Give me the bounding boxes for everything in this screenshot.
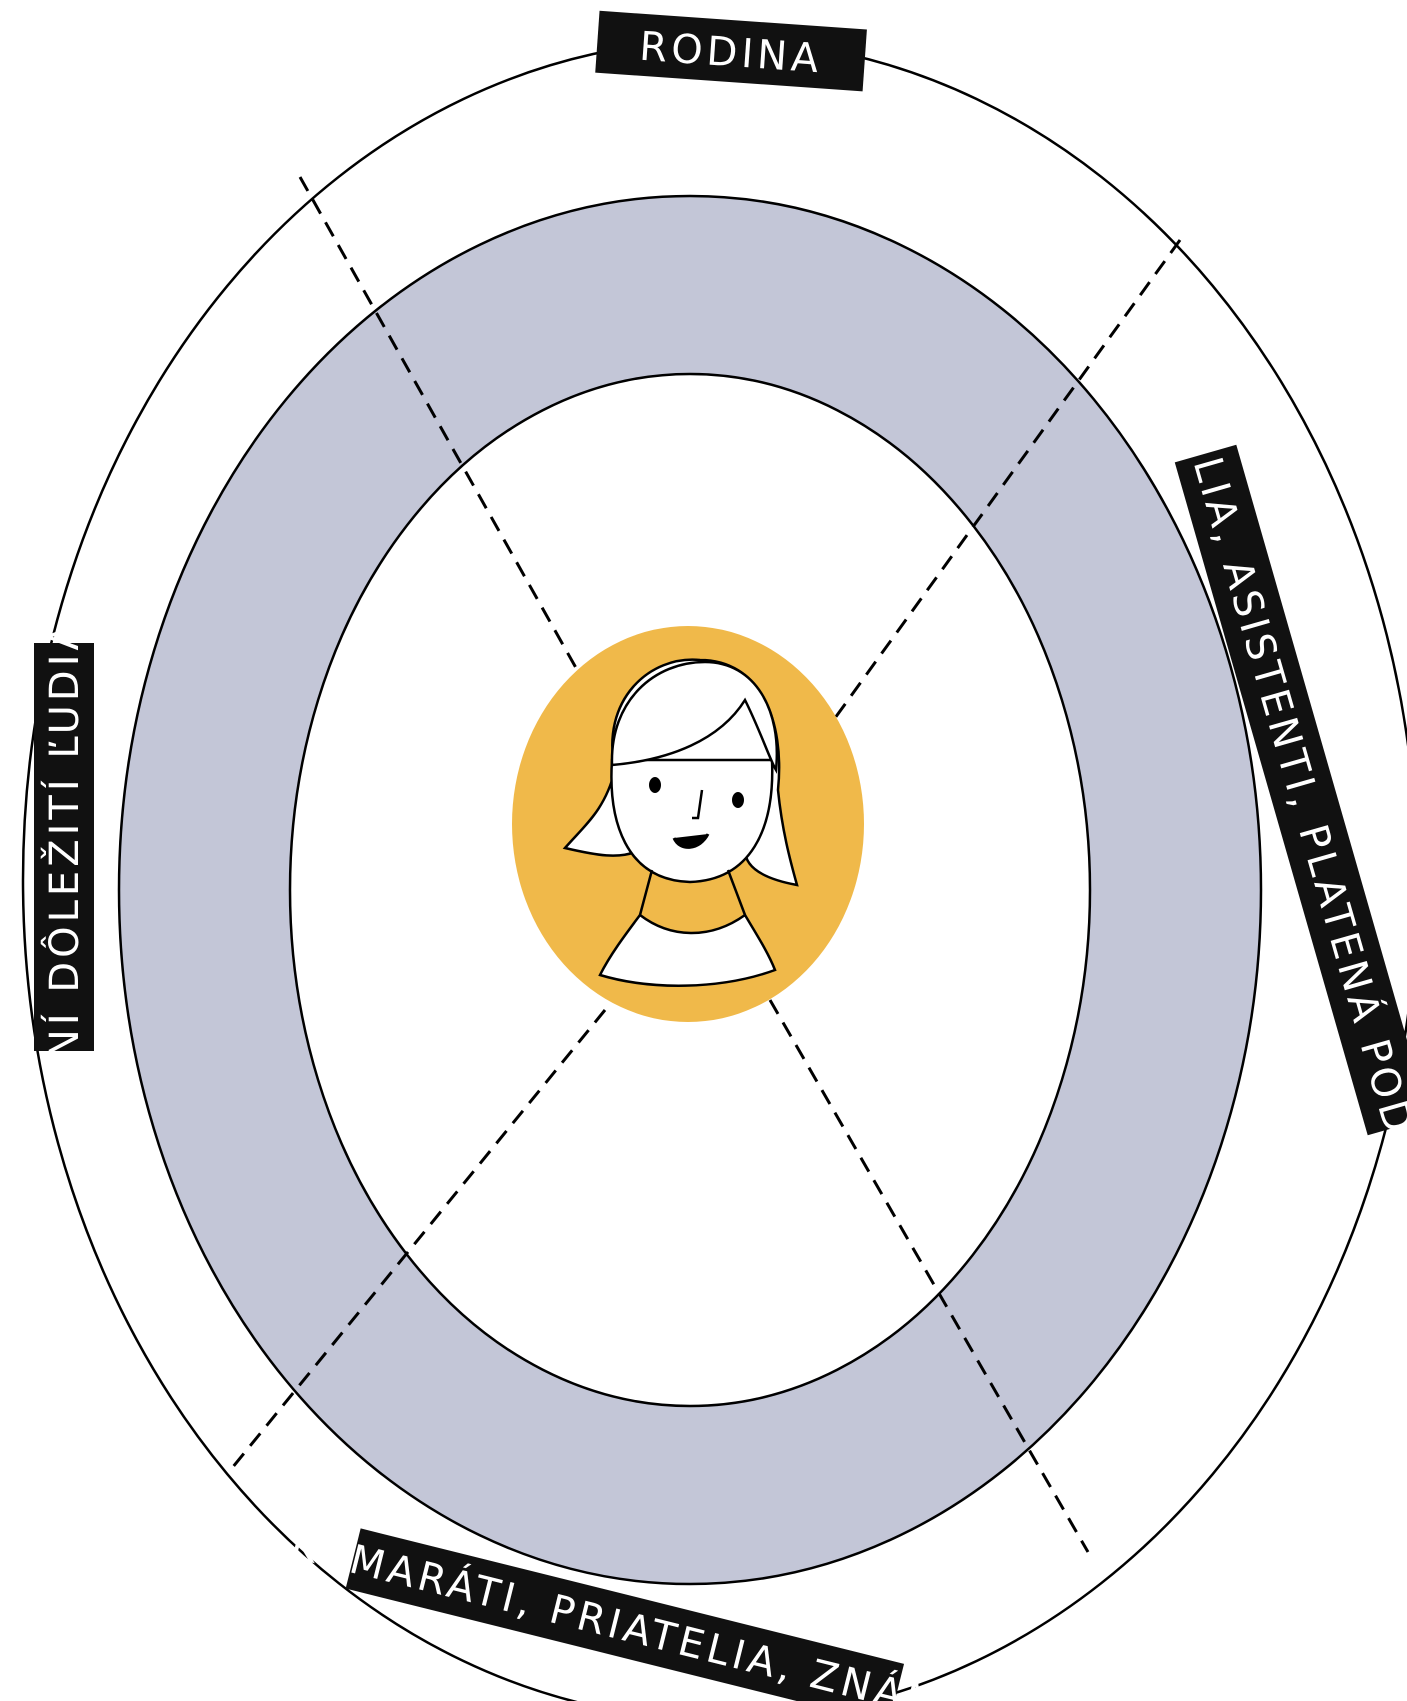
person-left-eye-icon [649, 777, 661, 793]
center-person [512, 626, 864, 1022]
person-fringe-icon [610, 660, 779, 774]
divider-bottom-right [768, 999, 1090, 1553]
person-neck-icon [638, 869, 747, 916]
label-top-bg [595, 10, 867, 92]
label-left: INÍ DÔLEŽITÍ ĽUDIA [34, 619, 94, 1075]
person-right-eye-icon [732, 792, 744, 808]
person-shirt-icon [598, 913, 777, 987]
label-bottom-bg [345, 1528, 905, 1701]
label-left-text: INÍ DÔLEŽITÍ ĽUDIA [40, 619, 88, 1075]
label-right-bg [1174, 444, 1407, 1136]
divider-top-right [828, 239, 1182, 726]
label-top: RODINA [595, 10, 867, 92]
label-left-bg [34, 643, 94, 1051]
divider-top-left [298, 176, 582, 676]
divider-bottom-left [226, 1009, 607, 1474]
sector-dividers [226, 176, 1182, 1553]
person-mouth-icon [672, 833, 710, 849]
person-nose-icon [692, 789, 704, 820]
